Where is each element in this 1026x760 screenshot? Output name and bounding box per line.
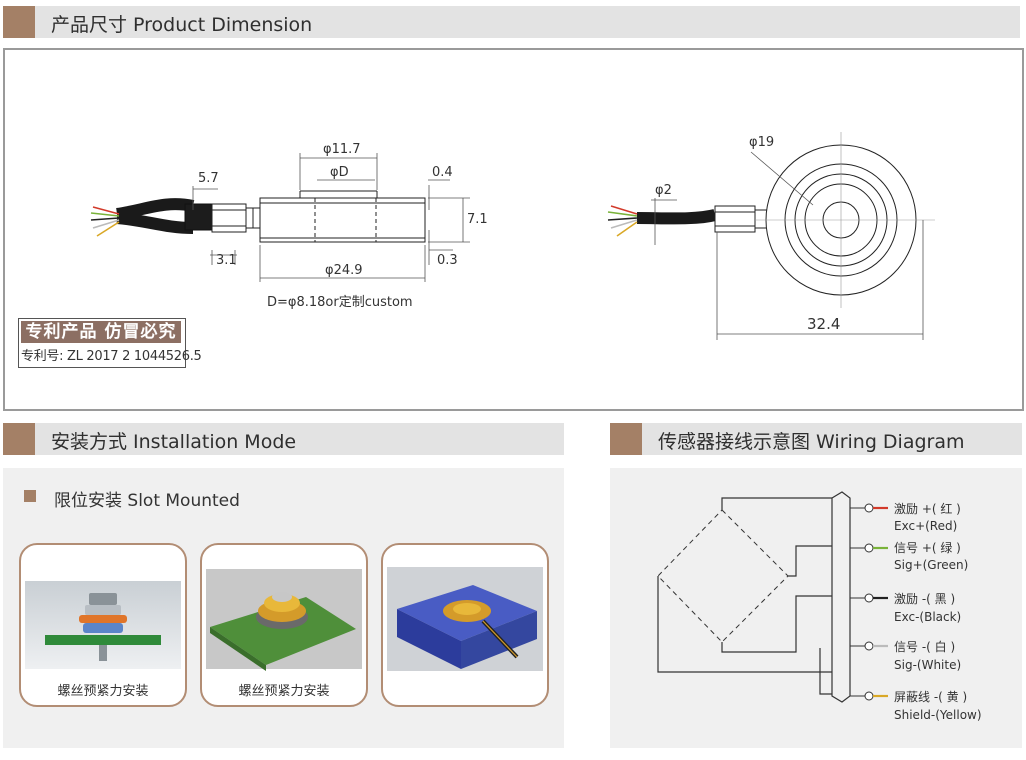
top-view-dim-lines	[716, 151, 924, 340]
wire-label-en-2: Sig+(Green)	[894, 558, 969, 572]
dim-label-19: φ19	[749, 135, 775, 150]
install-image-2	[206, 569, 362, 671]
wire-label-en-5: Shield-(Yellow)	[894, 708, 982, 722]
wire-label-cn-1: 激励 +( 红 )	[894, 502, 961, 516]
dim-label-0-3: 0.3	[437, 253, 458, 268]
dim-label-11-7: φ11.7	[323, 142, 361, 157]
dim-label-32-4: 32.4	[807, 315, 841, 333]
wiring-diagram	[657, 491, 888, 703]
section-header-dimension: 产品尺寸 Product Dimension	[3, 6, 1020, 38]
dimension-drawing	[90, 132, 935, 340]
connector-bar	[831, 491, 851, 703]
section-title: 传感器接线示意图 Wiring Diagram	[658, 431, 965, 453]
section-title: 安装方式 Installation Mode	[51, 431, 297, 453]
dim-label-7-1: 7.1	[467, 212, 488, 227]
wire-label-en-4: Sig-(White)	[894, 658, 962, 672]
patent-box: 专利产品 仿冒必究 专利号: ZL 2017 2 1044526.5	[18, 318, 202, 368]
dim-label-24-9: φ24.9	[325, 263, 363, 278]
wire-label-cn-2: 信号 +( 绿 )	[894, 541, 961, 555]
section-marker	[3, 423, 35, 455]
install-image-3	[387, 567, 543, 671]
dim-label-D: φD	[330, 165, 349, 180]
install-caption-1: 螺丝预紧力安装	[57, 684, 149, 699]
side-view-dim-lines	[192, 153, 470, 282]
section-title: 产品尺寸 Product Dimension	[51, 14, 313, 36]
side-view-nut	[211, 203, 261, 233]
terminals	[850, 503, 888, 701]
top-view-cable	[607, 198, 717, 245]
dim-label-5-7: 5.7	[198, 171, 219, 186]
wires	[657, 497, 832, 695]
section-marker	[3, 6, 35, 38]
patent-number: 专利号: ZL 2017 2 1044526.5	[21, 349, 202, 364]
install-card-2: 螺丝预紧力安装	[200, 543, 368, 707]
side-view-cable	[90, 198, 214, 237]
method-label: 限位安装 Slot Mounted	[54, 491, 240, 511]
section-marker	[610, 423, 642, 455]
section-header-installation: 安装方式 Installation Mode	[3, 423, 564, 455]
dim-label-2: φ2	[655, 183, 672, 198]
dim-label-0-4: 0.4	[432, 165, 453, 180]
wiring-panel	[610, 468, 1022, 748]
install-card-3	[381, 543, 549, 707]
wire-label-en-1: Exc+(Red)	[894, 519, 958, 533]
dim-label-3-1: 3.1	[216, 253, 237, 268]
install-card-1: 螺丝预紧力安装	[19, 543, 187, 707]
method-bullet	[24, 490, 36, 502]
patent-title: 专利产品 仿冒必究	[21, 321, 181, 343]
wire-label-cn-3: 激励 -( 黑 )	[894, 592, 956, 606]
install-caption-2: 螺丝预紧力安装	[238, 684, 330, 699]
section-header-wiring: 传感器接线示意图 Wiring Diagram	[610, 423, 1022, 455]
wire-label-cn-4: 信号 -( 白 )	[894, 640, 956, 654]
side-view-body	[259, 190, 426, 243]
dim-note-D: D=φ8.18or定制custom	[267, 295, 413, 310]
install-image-1	[25, 581, 181, 669]
wire-label-en-3: Exc-(Black)	[894, 610, 962, 624]
bridge	[657, 509, 789, 643]
top-view-body	[714, 132, 935, 308]
wire-label-cn-5: 屏蔽线 -( 黄 )	[894, 690, 968, 704]
